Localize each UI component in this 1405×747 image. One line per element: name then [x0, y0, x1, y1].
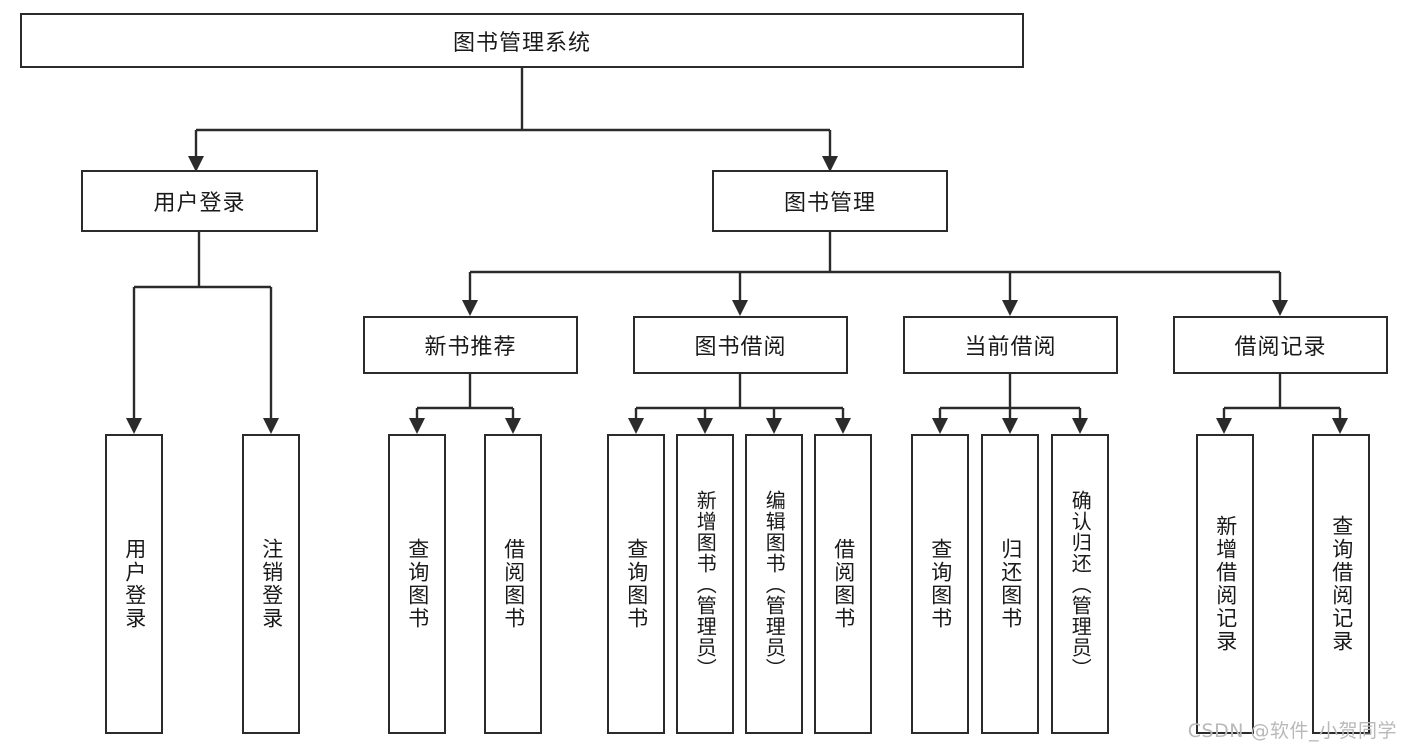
node-label: 确认归还（管理员）: [1068, 489, 1093, 679]
node-book-management[interactable]: 图书管理: [712, 170, 948, 232]
node-new-book-recommendation[interactable]: 新书推荐: [363, 316, 578, 374]
arrow-head: [628, 418, 644, 434]
node-book-borrowing[interactable]: 图书借阅: [633, 316, 848, 374]
node-user-login[interactable]: 用户登录: [81, 170, 318, 232]
leaf-add-book-admin[interactable]: 新增图书（管理员）: [676, 434, 734, 734]
leaf-return-books[interactable]: 归还图书: [981, 434, 1039, 734]
arrow-head: [126, 418, 142, 434]
node-label: 查询图书: [405, 538, 430, 630]
node-label: 查询图书: [624, 538, 649, 630]
leaf-confirm-return-admin[interactable]: 确认归还（管理员）: [1051, 434, 1109, 734]
leaf-user-login[interactable]: 用户登录: [105, 434, 163, 734]
node-label: 编辑图书（管理员）: [762, 489, 787, 679]
arrow-head: [1272, 300, 1288, 316]
node-label: 借阅记录: [1234, 335, 1327, 360]
arrow-head: [932, 418, 948, 434]
node-label: 当前借阅: [964, 335, 1057, 360]
node-label: 新书推荐: [424, 335, 517, 360]
leaf-search-books-new[interactable]: 查询图书: [388, 434, 446, 734]
watermark-text: CSDN @软件_小贺同学: [1187, 720, 1397, 742]
node-label: 查询借阅记录: [1329, 515, 1354, 653]
leaf-search-borrow-record[interactable]: 查询借阅记录: [1312, 434, 1370, 734]
leaf-edit-book-admin[interactable]: 编辑图书（管理员）: [745, 434, 803, 734]
leaf-borrow-books[interactable]: 借阅图书: [814, 434, 872, 734]
node-label: 新增图书（管理员）: [693, 489, 718, 679]
node-label: 图书管理系统: [452, 30, 591, 56]
node-label: 借阅图书: [501, 538, 526, 630]
arrow-head: [1002, 300, 1018, 316]
node-label: 借阅图书: [831, 538, 856, 630]
arrow-head: [766, 418, 782, 434]
arrow-head: [462, 300, 478, 316]
node-label: 新增借阅记录: [1213, 515, 1238, 653]
leaf-logout[interactable]: 注销登录: [242, 434, 300, 734]
arrow-head: [409, 418, 425, 434]
leaf-search-books-borrow[interactable]: 查询图书: [607, 434, 665, 734]
leaf-add-borrow-record[interactable]: 新增借阅记录: [1196, 434, 1254, 734]
leaf-borrow-books-new[interactable]: 借阅图书: [484, 434, 542, 734]
node-label: 归还图书: [998, 538, 1023, 630]
node-label: 图书管理: [783, 191, 876, 216]
node-label: 用户登录: [153, 191, 246, 216]
arrow-head: [1216, 418, 1232, 434]
arrow-head: [1002, 418, 1018, 434]
node-label: 注销登录: [259, 538, 284, 630]
node-label: 用户登录: [122, 538, 147, 630]
arrow-head: [1332, 418, 1348, 434]
arrow-head: [505, 418, 521, 434]
node-label: 查询图书: [928, 538, 953, 630]
node-root-library-management-system[interactable]: 图书管理系统: [20, 13, 1024, 68]
arrow-head: [1072, 418, 1088, 434]
node-current-borrowing[interactable]: 当前借阅: [903, 316, 1118, 374]
node-borrow-records[interactable]: 借阅记录: [1173, 316, 1388, 374]
node-label: 图书借阅: [694, 335, 787, 360]
arrow-head: [263, 418, 279, 434]
leaf-search-books-current[interactable]: 查询图书: [911, 434, 969, 734]
arrow-head: [697, 418, 713, 434]
arrow-head: [835, 418, 851, 434]
arrow-head: [732, 300, 748, 316]
